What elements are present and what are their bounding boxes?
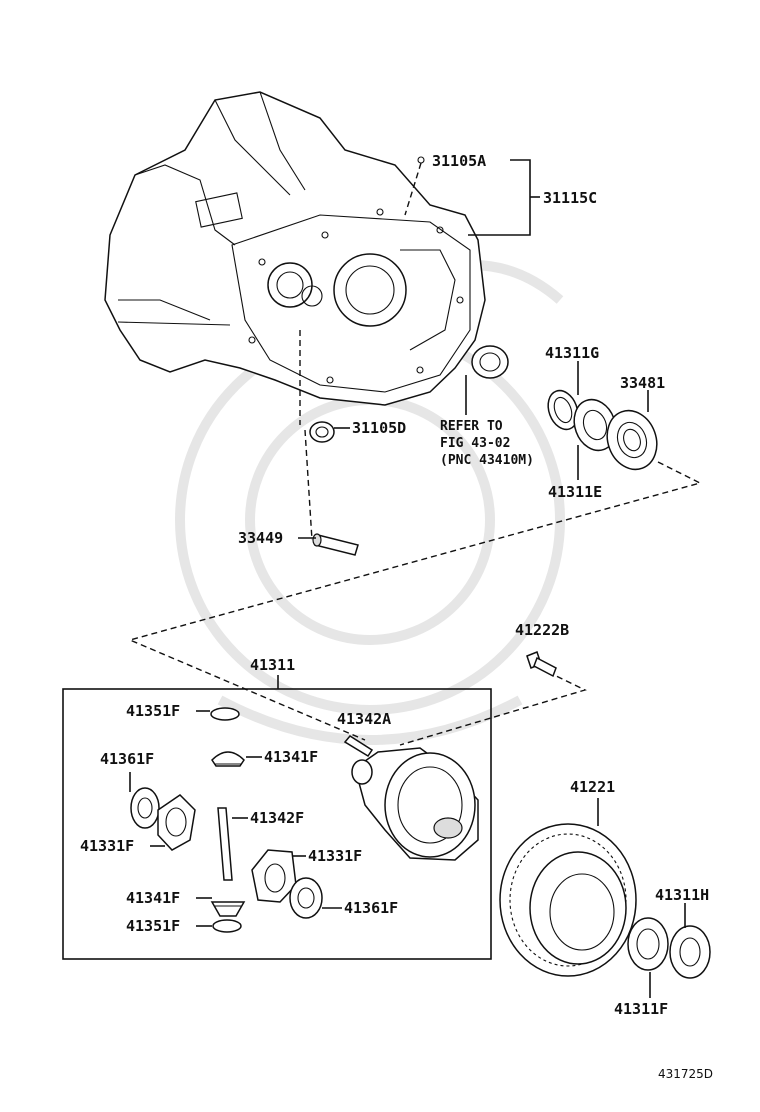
pinion-gear-41341F-bottom — [210, 901, 246, 917]
label-41311E[interactable]: 41311E — [548, 483, 602, 501]
washer-41351F-top — [210, 707, 240, 721]
shim-41311H — [669, 925, 711, 979]
label-31105A[interactable]: 31105A — [432, 152, 486, 170]
bolt-41222B — [526, 651, 557, 678]
label-41351F-top[interactable]: 41351F — [126, 702, 180, 720]
dash-bearing-to-diff — [127, 461, 702, 741]
label-33481[interactable]: 33481 — [620, 374, 665, 392]
differential-case — [351, 747, 479, 861]
pin-33449 — [312, 533, 359, 556]
bearing-33481 — [606, 409, 658, 471]
figure-code: 431725D — [658, 1067, 713, 1081]
oil-seal-31105D — [309, 421, 335, 443]
pin-41342A — [343, 735, 374, 758]
label-41311F[interactable]: 41311F — [614, 1000, 668, 1018]
pinion-gear-41341F-top — [211, 751, 245, 767]
plug-31105A-marker — [417, 156, 425, 164]
label-41351F-bottom[interactable]: 41351F — [126, 917, 180, 935]
note-refer-line2: FIG 43-02 — [440, 436, 510, 451]
label-31105D[interactable]: 31105D — [352, 419, 406, 437]
label-41341F-bottom[interactable]: 41341F — [126, 889, 180, 907]
dash-31105D-to-33449 — [304, 429, 313, 541]
thrust-washer-41361F-left — [130, 787, 160, 829]
side-gear-41331F-right — [251, 849, 297, 903]
label-41222B[interactable]: 41222B — [515, 621, 569, 639]
label-41361F-left[interactable]: 41361F — [100, 750, 154, 768]
washer-41351F-bottom — [212, 919, 242, 933]
label-41311G[interactable]: 41311G — [545, 344, 599, 362]
label-33449[interactable]: 33449 — [238, 529, 283, 547]
label-41341F-top[interactable]: 41341F — [264, 748, 318, 766]
leader-31105A — [404, 162, 422, 216]
label-41311[interactable]: 41311 — [250, 656, 295, 674]
kit-box-41311 — [62, 688, 492, 960]
note-refer-line1: REFER TO — [440, 419, 503, 434]
label-41342A[interactable]: 41342A — [337, 710, 391, 728]
label-41361F-right[interactable]: 41361F — [344, 899, 398, 917]
transaxle-case — [104, 91, 486, 406]
side-gear-41331F-left — [157, 794, 196, 851]
thrust-washer-41361F-right — [289, 877, 323, 919]
label-41342F[interactable]: 41342F — [250, 809, 304, 827]
label-41311H[interactable]: 41311H — [655, 886, 709, 904]
label-41331F-left[interactable]: 41331F — [80, 837, 134, 855]
ring-gear-41221 — [499, 823, 637, 977]
bracket-31115C — [468, 159, 531, 236]
label-41221[interactable]: 41221 — [570, 778, 615, 796]
bearing-41311F — [627, 917, 669, 971]
label-41331F-right[interactable]: 41331F — [308, 847, 362, 865]
note-refer-line3: (PNC 43410M) — [440, 453, 534, 468]
oil-seal-refer — [465, 345, 509, 415]
dash-bolt-to-diff — [399, 671, 587, 746]
label-31115C[interactable]: 31115C — [543, 189, 597, 207]
shaft-41342F — [217, 807, 233, 881]
shim-41311G — [547, 389, 579, 431]
